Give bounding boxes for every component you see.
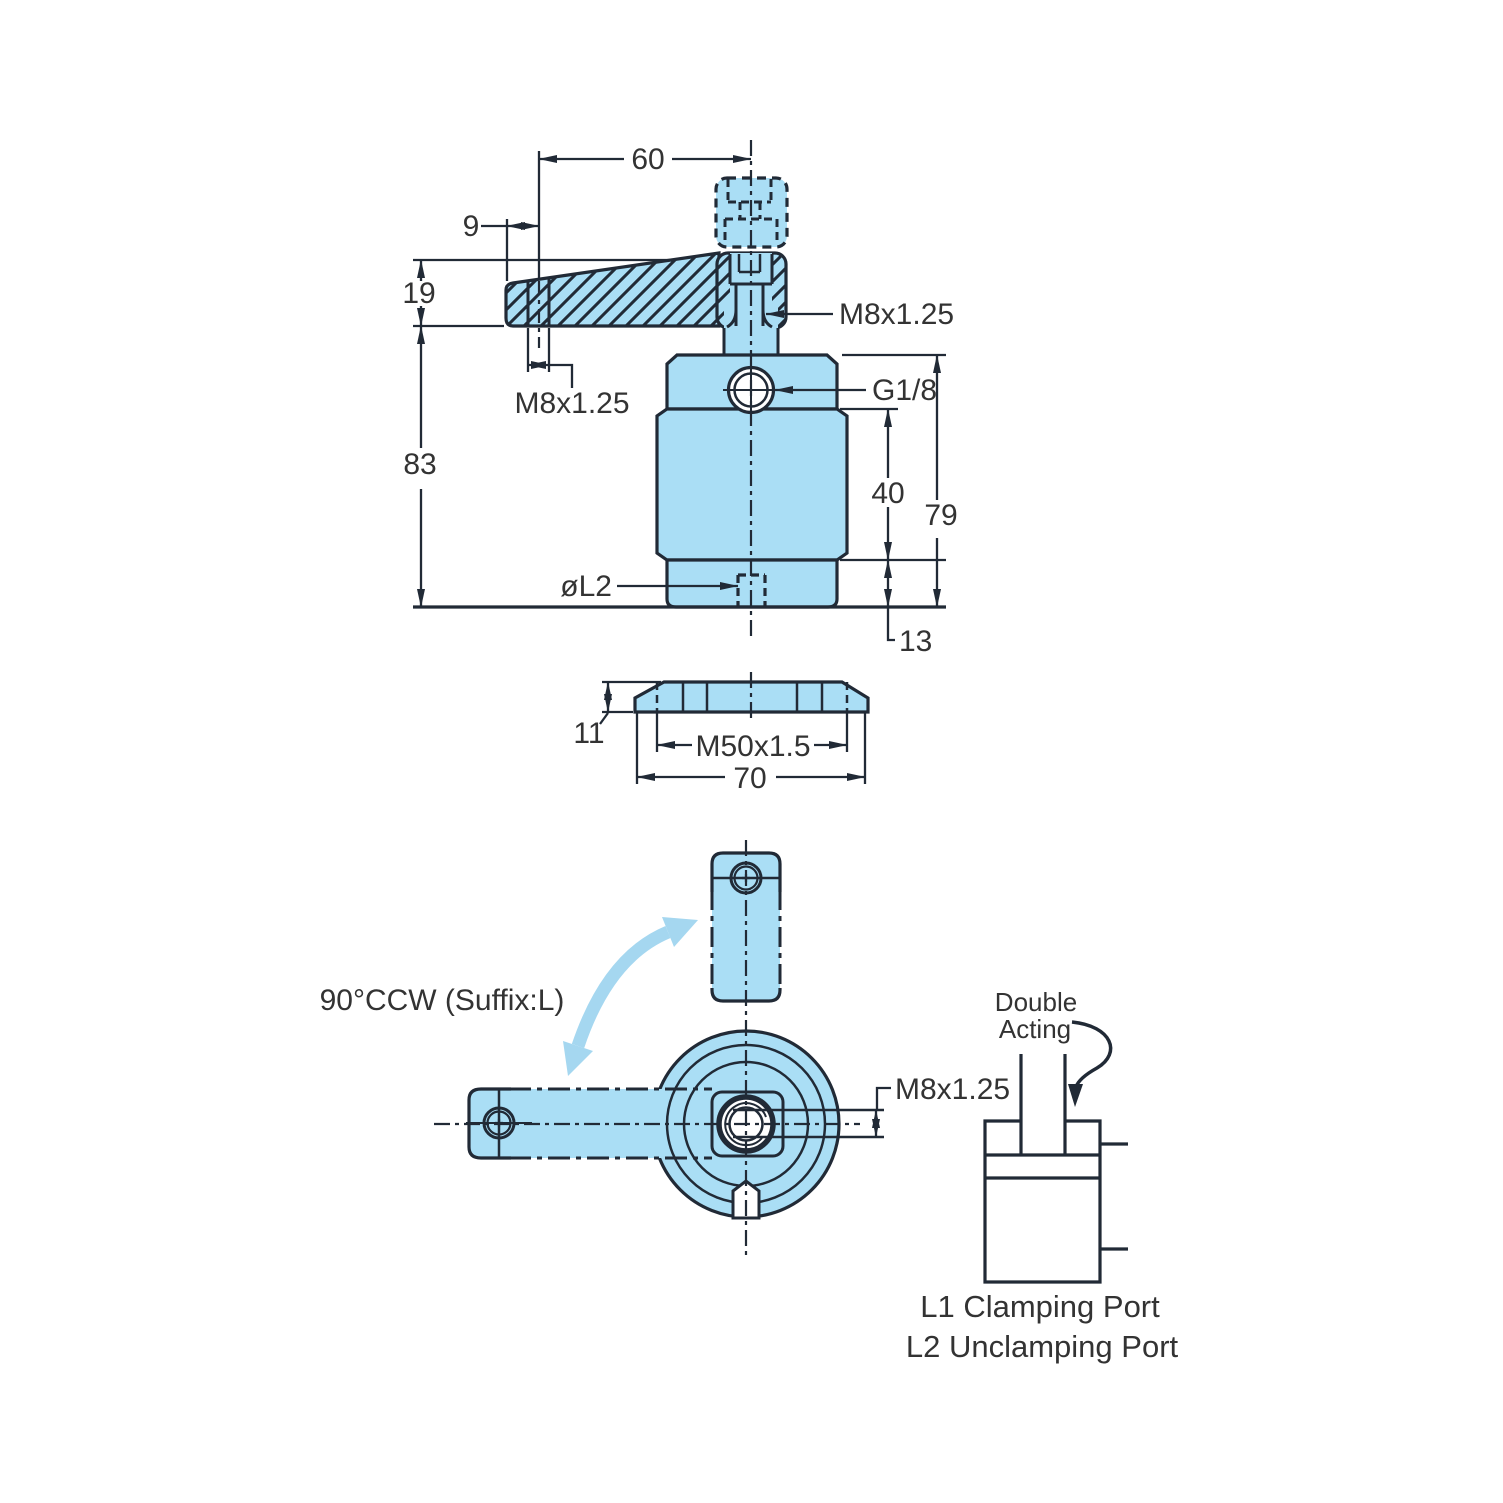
dim-19-label: 19 <box>402 277 435 310</box>
top-view-labels: 90°CCW (Suffix:L) M8x1.25 <box>320 984 1011 1106</box>
drawing-root: 60 9 19 83 M8x1.25 M8x1.25 G1/8 40 79 13… <box>320 140 1179 1364</box>
bottom-bore-label: øL2 <box>560 570 612 603</box>
contact-bolt-socket-hidden <box>723 179 779 245</box>
front-dimensions <box>413 151 946 642</box>
caption-arrow-icon <box>1068 1020 1113 1107</box>
rotation-arrow-icon <box>563 917 698 1076</box>
dim-83-label: 83 <box>403 448 436 481</box>
cylinder-symbol <box>983 1054 1128 1284</box>
arm-thread-hole <box>526 278 551 348</box>
schematic-labels: Double Acting L1 Clamping Port L2 Unclam… <box>906 987 1179 1364</box>
dim-40-label: 40 <box>871 477 904 510</box>
schematic-caption-line2: Acting <box>999 1014 1071 1044</box>
dimension-40 <box>840 407 946 562</box>
flange-nut-slots <box>655 682 849 712</box>
front-view: 60 9 19 83 M8x1.25 M8x1.25 G1/8 40 79 13… <box>402 140 958 658</box>
dimension-topview-m8 <box>872 1086 891 1138</box>
dim-11-label: 11 <box>573 717 604 750</box>
front-view-labels: 60 9 19 83 M8x1.25 M8x1.25 G1/8 40 79 13… <box>402 143 957 658</box>
orientation-key <box>731 1179 761 1220</box>
m50-thread-label: M50x1.5 <box>695 730 810 763</box>
dimension-13 <box>884 559 895 642</box>
topview-m8-label: M8x1.25 <box>895 1073 1010 1106</box>
port-l1-label: L1 Clamping Port <box>920 1289 1160 1324</box>
g18-label: G1/8 <box>872 374 937 407</box>
nut-dimensions <box>599 680 867 784</box>
flange-nut-view: 11 M50x1.5 70 <box>573 672 870 795</box>
rod-thread-label: M8x1.25 <box>839 298 954 331</box>
nut-labels: 11 M50x1.5 70 <box>573 717 810 795</box>
dimension-9 <box>481 219 540 281</box>
double-acting-schematic: Double Acting L1 Clamping Port L2 Unclam… <box>906 987 1179 1364</box>
dimension-19 <box>413 258 672 328</box>
arm-thread-label: M8x1.25 <box>514 387 629 420</box>
dim-9-label: 9 <box>463 210 480 243</box>
dim-13-label: 13 <box>899 625 932 658</box>
port-l2-label: L2 Unclamping Port <box>906 1329 1179 1364</box>
dim-60-label: 60 <box>631 143 664 176</box>
dim-79-label: 79 <box>924 499 957 532</box>
dim-70-label: 70 <box>733 762 766 795</box>
rotation-note-label: 90°CCW (Suffix:L) <box>320 984 565 1017</box>
top-view: 90°CCW (Suffix:L) M8x1.25 <box>320 840 1011 1258</box>
dimension-70 <box>635 712 867 784</box>
dimension-60 <box>537 151 752 278</box>
schematic-caption-line1: Double <box>995 987 1077 1017</box>
dimension-11 <box>599 680 661 725</box>
clamp-arm-hatch <box>506 253 719 326</box>
dimension-79 <box>842 353 946 608</box>
dimension-arm-thread <box>526 328 574 388</box>
dimension-m50 <box>655 712 849 752</box>
